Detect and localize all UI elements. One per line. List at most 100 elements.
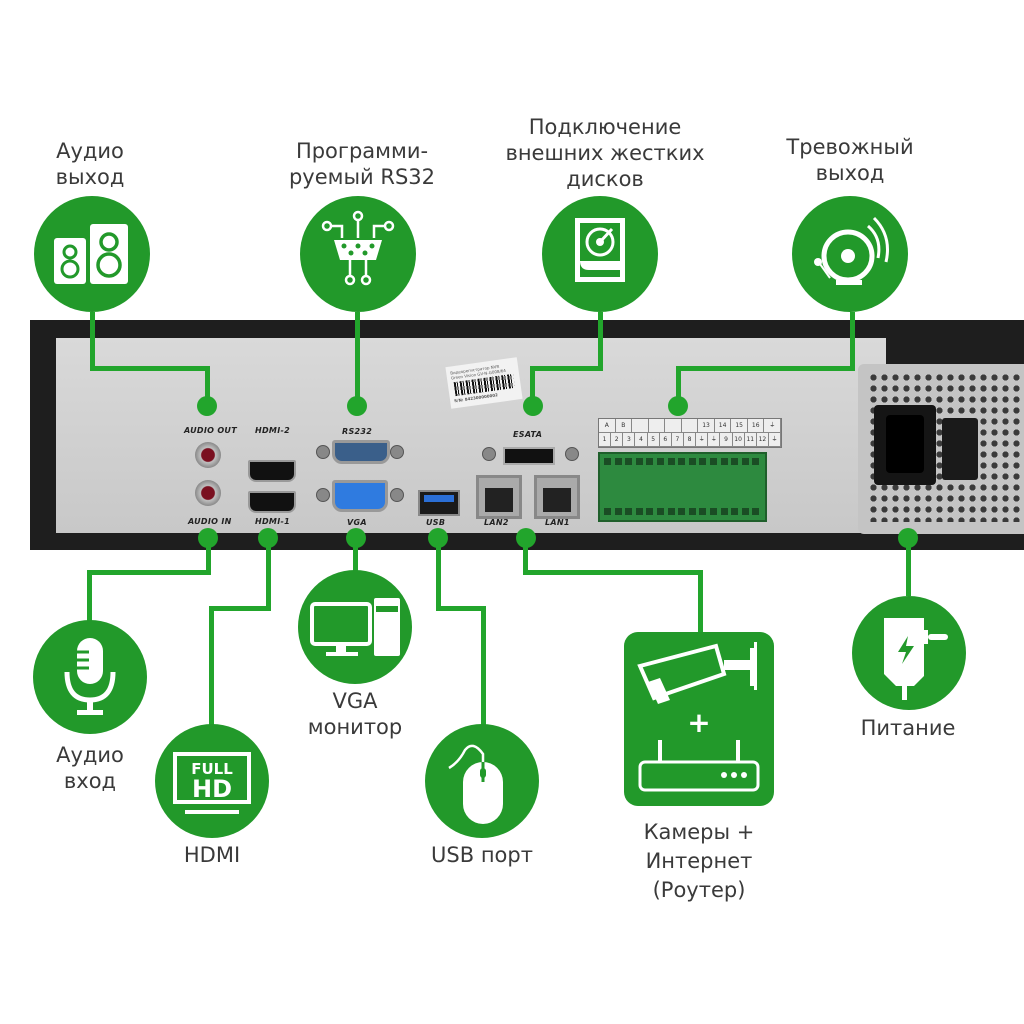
label-hdmi: HDMI [183,843,241,867]
terminal-pin[interactable] [678,458,686,465]
terminal-legend-cell: 1 [599,433,612,447]
terminal-legend-cell: A [599,419,616,433]
lan-callout: + [624,632,774,806]
terminal-pin[interactable] [688,508,696,515]
terminal-pin[interactable] [710,458,717,465]
hdmi2-port[interactable] [248,460,296,482]
terminal-pin[interactable] [741,458,749,465]
audio-in-port-label: AUDIO IN [188,517,232,526]
terminal-pin[interactable] [657,508,664,515]
terminal-pin[interactable] [720,458,728,465]
terminal-pin[interactable] [635,458,643,465]
terminal-pin[interactable] [699,458,707,465]
wire-audio-in-v2 [87,570,92,622]
security-camera-icon [637,642,757,704]
power-socket[interactable] [874,405,936,485]
wire-audio-out [90,312,95,370]
usb-port[interactable] [418,490,460,516]
usb-port-label: USB [426,518,446,527]
terminal-legend-cell: 11 [744,433,757,447]
audio-in-jack[interactable] [195,480,221,506]
terminal-legend-cell [665,419,682,433]
plus-sign: + [687,706,710,739]
rs232-port[interactable] [332,440,390,464]
wire-lan-v2 [698,570,703,634]
vga-port[interactable] [332,480,388,512]
label-audio-out: Аудио выход [55,139,125,189]
terminal-legend-cell: 4 [635,433,648,447]
alarm-terminal-block[interactable] [598,452,767,522]
hdmi1-port[interactable] [248,491,296,513]
label-esata: Подключение внешних жестких дисков [505,115,705,191]
rs232-callout [300,196,416,312]
terminal-pin[interactable] [635,508,643,515]
terminal-pin[interactable] [646,508,654,515]
terminal-legend-cell: 14 [714,419,732,433]
terminal-pin[interactable] [625,508,633,515]
hdmi1-port-label: HDMI-1 [255,517,290,526]
label-alarm-out: Тревожный выход [786,135,914,185]
terminal-pin[interactable] [688,458,696,465]
terminal-pin[interactable] [699,508,707,515]
terminal-pin[interactable] [657,458,664,465]
terminal-pin[interactable] [710,508,717,515]
wire-esata-h [530,366,603,371]
terminal-pin[interactable] [625,458,633,465]
power-switch[interactable] [942,418,978,480]
wire-rs232 [355,312,360,404]
terminal-pin[interactable] [604,508,611,515]
wire-hdmi-v2 [209,606,214,726]
terminal-pin[interactable] [731,458,739,465]
label-power: Питание [860,716,956,740]
audio-out-jack[interactable] [195,442,221,468]
terminal-legend-cell: 5 [647,433,660,447]
terminal-pin[interactable] [731,508,739,515]
wire-alarm-h [676,366,855,371]
terminal-pin[interactable] [752,458,760,465]
camera-router-icon: + [637,642,760,792]
serial-port-icon [321,210,395,286]
lan2-port[interactable] [476,475,522,519]
anchor-esata [523,396,543,416]
terminal-legend-cell: B [615,419,633,433]
label-rs232: Программи- руемый RS32 [288,139,436,189]
alarm-bell-icon [814,216,889,285]
wire-alarm [850,312,855,370]
vga-screw-left [316,488,330,502]
terminal-pin[interactable] [678,508,686,515]
wire-audio-in-h [87,570,211,575]
audio-out-callout [34,196,150,312]
audio-in-callout [33,620,147,734]
lan1-port-label: LAN1 [545,518,570,527]
audio-out-port-label: AUDIO OUT [184,426,237,435]
lan1-port[interactable] [534,475,580,519]
label-usb: USB порт [431,843,533,867]
terminal-legend-cell: 13 [698,419,715,433]
esata-callout [542,196,658,312]
wire-lan [523,536,528,574]
wire-alarm-v2 [676,366,681,404]
terminal-legend-cell [681,419,699,433]
terminal-pin[interactable] [667,458,675,465]
terminal-pin[interactable] [614,458,622,465]
full-hd-text-full: FULL [191,760,233,778]
rs232-screw-right [390,445,404,459]
esata-port[interactable] [503,447,555,465]
terminal-pin[interactable] [604,458,611,465]
terminal-pin[interactable] [720,508,728,515]
hdmi-callout: FULL HD [155,724,269,838]
terminal-pin[interactable] [667,508,675,515]
usb-callout [425,724,539,838]
terminal-pin[interactable] [741,508,749,515]
power-callout [852,596,966,710]
wire-audio-in [206,536,211,574]
terminal-pin[interactable] [614,508,622,515]
wire-audio-out-v2 [205,366,210,404]
anchor-audio-out [197,396,217,416]
terminal-legend-cell: 12 [756,433,769,447]
terminal-pin[interactable] [752,508,760,515]
terminal-pin[interactable] [646,458,654,465]
wire-vga [353,536,358,572]
